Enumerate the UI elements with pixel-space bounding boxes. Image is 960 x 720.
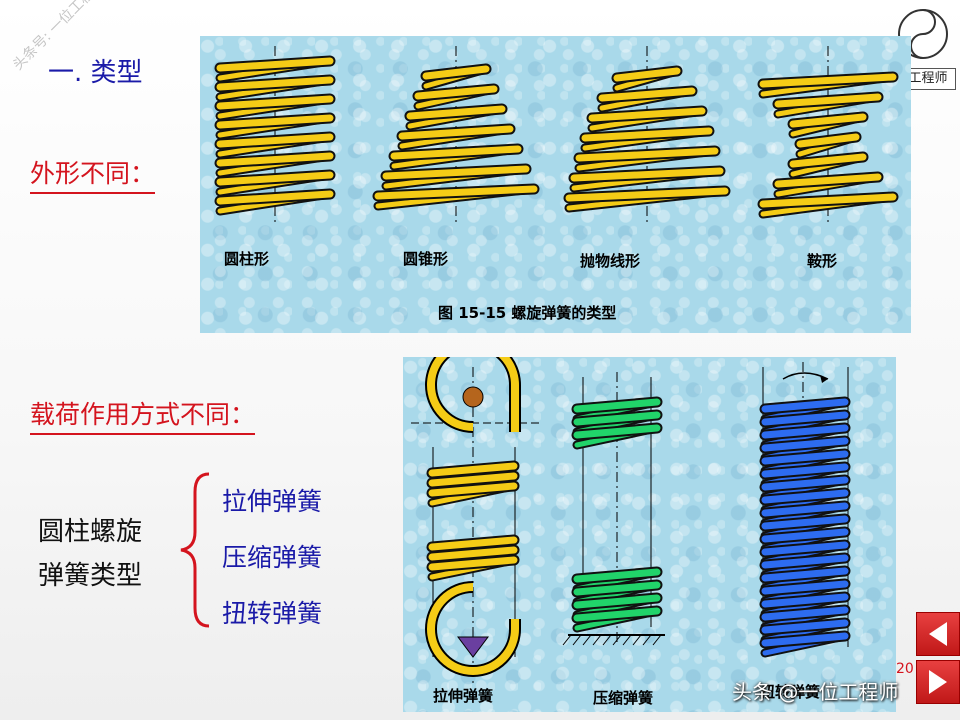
coil-torsion (761, 580, 849, 595)
coil-torsion (761, 593, 849, 608)
coil-compression (573, 581, 661, 596)
coil-conical (406, 105, 506, 120)
coil-torsion (761, 502, 849, 517)
label-parabolic: 抛物线形 (580, 252, 640, 270)
coil-compression (573, 568, 661, 583)
coil-compression (573, 607, 661, 622)
coil-saddle (789, 113, 867, 128)
bottom-watermark: 头条 @一位工程师 (732, 680, 899, 704)
figure-spring-shapes: 圆柱形 圆锥形 抛物线形 鞍形 图 15-15 螺旋弹簧的类型 (200, 36, 911, 333)
triangle-left-icon (929, 622, 947, 646)
coil-tension (428, 546, 518, 561)
coil-compression (573, 594, 661, 609)
coil-cylindrical (216, 114, 334, 129)
label-saddle: 鞍形 (807, 252, 837, 270)
coil-compression (573, 411, 661, 426)
type-compression: 压缩弹簧 (222, 543, 323, 572)
coil-conical (390, 145, 522, 160)
heading-load: 载荷作用方式不同： (30, 395, 256, 435)
coil-parabolic (581, 127, 713, 142)
coil-cylindrical (216, 171, 334, 186)
coil-parabolic (570, 167, 724, 182)
coil-torsion (761, 567, 849, 582)
coil-torsion (761, 424, 849, 439)
coil-torsion (761, 541, 849, 556)
coil-torsion (761, 554, 849, 569)
previous-slide-button[interactable] (916, 612, 960, 656)
coil-torsion (761, 632, 849, 647)
page-number: 20 (896, 661, 914, 677)
figure-caption: 图 15-15 螺旋弹簧的类型 (438, 304, 616, 322)
coil-compression (573, 424, 661, 439)
label-cylindrical: 圆柱形 (224, 250, 269, 268)
coil-conical (382, 165, 530, 180)
slide-title: 一. 类型 (48, 58, 143, 88)
coil-parabolic (588, 107, 706, 122)
coil-saddle (789, 153, 867, 168)
label-conical: 圆锥形 (403, 250, 448, 268)
coil-conical (398, 125, 514, 140)
coil-torsion (761, 489, 849, 504)
coil-torsion (761, 450, 849, 465)
author-logo: 工程师 (890, 4, 956, 90)
coil-torsion (761, 437, 849, 452)
coil-conical (414, 85, 498, 100)
coil-torsion (761, 411, 849, 426)
coil-torsion (761, 606, 849, 621)
triangle-right-icon (929, 670, 947, 694)
coil-torsion (761, 528, 849, 543)
label-compression: 压缩弹簧 (593, 689, 653, 707)
label-torsion: 扭转弹簧 (760, 683, 820, 701)
coil-saddle (796, 133, 860, 148)
coil-parabolic (598, 87, 696, 102)
coil-torsion (761, 398, 849, 413)
logo-text: 工程师 (900, 68, 956, 90)
coil-torsion (761, 515, 849, 530)
coil-saddle (759, 193, 897, 208)
type-tension: 拉伸弹簧 (222, 487, 323, 516)
coil-torsion (761, 476, 849, 491)
coil-saddle (774, 93, 882, 108)
spring-type-list: 拉伸弹簧 压缩弹簧 扭转弹簧 (222, 474, 322, 642)
heading-shape: 外形不同： (30, 154, 156, 194)
coil-tension (428, 536, 518, 551)
coil-cylindrical (216, 76, 334, 91)
coil-torsion (761, 619, 849, 634)
coil-compression (573, 398, 661, 413)
coil-tension (428, 556, 518, 571)
coil-parabolic (565, 187, 729, 202)
coil-tension (428, 462, 518, 477)
coil-tension (428, 472, 518, 487)
coil-conical (374, 185, 538, 200)
coil-cylindrical (216, 95, 334, 110)
coil-parabolic (575, 147, 719, 162)
coil-saddle (759, 73, 897, 88)
coil-cylindrical (216, 152, 334, 167)
next-slide-button[interactable] (916, 660, 960, 704)
category-line-2: 弹簧类型 (38, 561, 143, 591)
spring-category: 圆柱螺旋 弹簧类型 (38, 510, 142, 598)
coil-cylindrical (216, 190, 334, 205)
label-tension: 拉伸弹簧 (433, 687, 493, 705)
coil-torsion (761, 463, 849, 478)
coil-cylindrical (216, 133, 334, 148)
coil-conical (422, 65, 490, 80)
coil-cylindrical (216, 57, 334, 72)
coil-parabolic (613, 67, 681, 82)
coil-tension (428, 482, 518, 497)
figure-load-types: 拉伸弹簧 压缩弹簧 扭转弹簧 (403, 337, 896, 712)
category-line-1: 圆柱螺旋 (38, 517, 143, 547)
curly-brace-icon (175, 470, 215, 634)
coil-saddle (774, 173, 882, 188)
type-torsion: 扭转弹簧 (222, 599, 323, 628)
tension-spring (411, 337, 543, 687)
